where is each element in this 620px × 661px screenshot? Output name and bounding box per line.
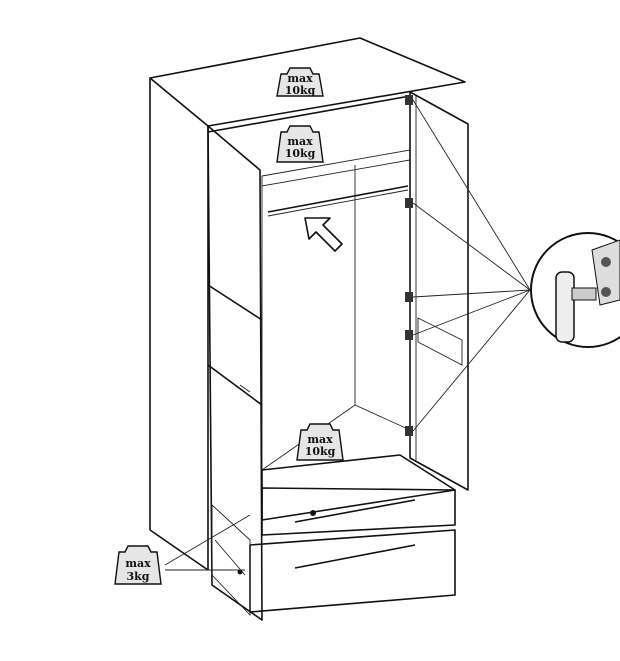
weight-label-drawer: max 3kg	[114, 545, 162, 585]
arrow-icon	[304, 217, 343, 252]
weight-label-text: 10kg	[285, 147, 316, 160]
left-door	[207, 125, 263, 621]
right-door	[405, 91, 469, 491]
drawers	[211, 454, 456, 617]
weight-label-text: 10kg	[285, 84, 316, 97]
weight-label-text: max	[287, 72, 313, 85]
drawer-knob-icon	[310, 510, 316, 516]
weight-label-text: max	[125, 557, 151, 570]
weight-label-text: 10kg	[305, 445, 336, 458]
weight-label-text: 3kg	[127, 570, 150, 583]
weight-label-text: max	[307, 433, 333, 446]
weight-label-top: max 10kg	[276, 67, 324, 97]
hinge-callout-lines	[412, 99, 531, 432]
weight-label-text: max	[287, 135, 313, 148]
hinge-icons	[405, 95, 413, 436]
hinge-detail-icon	[530, 232, 620, 348]
weight-label-shelf: max 10kg	[276, 125, 324, 163]
weight-label-bottom: max 10kg	[296, 423, 344, 461]
